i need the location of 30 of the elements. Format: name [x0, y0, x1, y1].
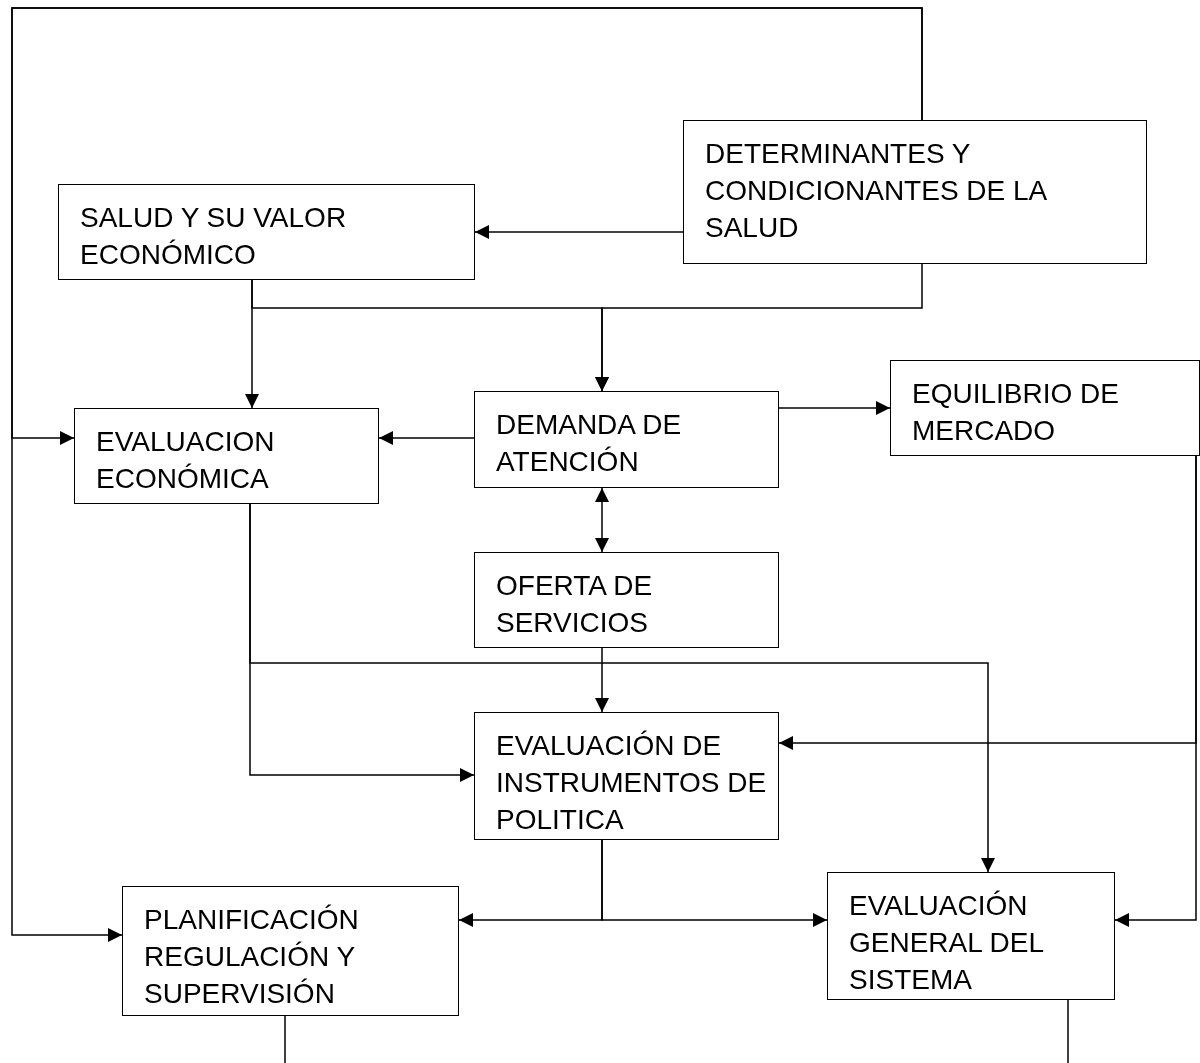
box-label: EVALUACION ECONÓMICA	[96, 425, 276, 496]
box-label: OFERTA DE SERVICIOS	[496, 569, 654, 640]
process-box	[474, 712, 779, 840]
box-label: DETERMINANTES Y CONDICIONANTES DE LA SALUD	[705, 137, 1048, 245]
box-label: EVALUACIÓN GENERAL DEL SISTEMA	[849, 889, 1044, 997]
process-box	[474, 552, 779, 648]
arrow	[595, 487, 609, 553]
arrow	[595, 647, 609, 713]
box-label: DEMANDA DE ATENCIÓN	[496, 408, 683, 479]
box-label: EQUILIBRIO DE MERCADO	[912, 377, 1120, 448]
box-label: PLANIFICACIÓN REGULACIÓN Y SUPERVISIÓN	[144, 903, 360, 1011]
arrow	[778, 401, 891, 415]
connector-line	[1067, 999, 1069, 1063]
process-box	[74, 408, 379, 504]
arrow	[378, 431, 475, 445]
process-box	[58, 184, 475, 280]
process-box	[827, 872, 1115, 1000]
process-box	[474, 391, 779, 488]
arrow	[595, 263, 923, 392]
arrow	[474, 225, 684, 239]
process-box	[683, 120, 1147, 264]
box-label: EVALUACIÓN DE INSTRUMENTOS DE POLITICA	[496, 729, 768, 837]
arrow	[249, 503, 995, 873]
arrow	[1114, 455, 1197, 927]
arrow	[11, 7, 923, 942]
connector-line	[284, 1015, 286, 1063]
process-box	[122, 886, 459, 1016]
box-label: SALUD Y SU VALOR ECONÓMICO	[80, 201, 348, 272]
arrow	[601, 839, 828, 927]
process-box	[890, 360, 1200, 456]
